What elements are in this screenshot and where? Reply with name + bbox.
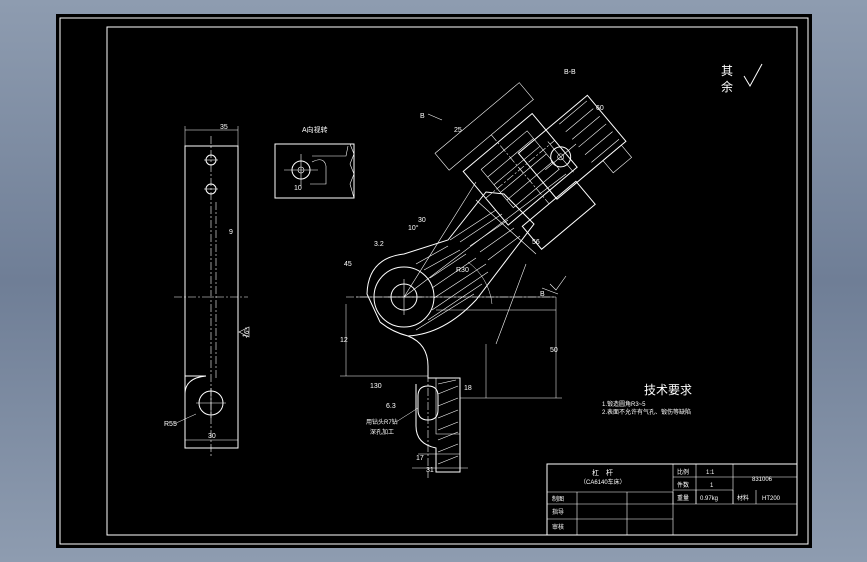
dim-18: 18 — [464, 385, 472, 392]
drawing-canvas: 其 余 35 9 16° R55 30 A向视转 — [59, 17, 809, 545]
review-label: 审核 — [552, 523, 564, 531]
view-a: A向视转 10 — [274, 125, 355, 199]
qty-value: 1 — [710, 483, 714, 489]
main-view: B-B B B — [340, 69, 633, 478]
roughness-symbol-icon — [743, 63, 763, 88]
view-a-dim: 10 — [294, 185, 302, 192]
section-bb: B-B — [517, 69, 633, 200]
section-label: B-B — [564, 69, 576, 76]
tech-req-title: 技术要求 — [644, 383, 692, 397]
dim-31: 31 — [426, 467, 434, 474]
hatch-pattern — [415, 209, 521, 331]
dim-angle-16: 16° — [241, 326, 252, 339]
front-view: 35 9 16° R55 30 — [164, 124, 252, 456]
dim-45: 45 — [344, 261, 352, 268]
finish-text-1: 其 — [721, 64, 733, 78]
dim-3-2: 3.2 — [374, 241, 384, 248]
dim-bottom-width: 30 — [208, 433, 216, 440]
surface-finish-note: 其 余 — [721, 63, 763, 94]
dim-25: 25 — [454, 127, 462, 134]
finish-text-2: 余 — [721, 79, 733, 94]
outer-frame — [59, 17, 809, 545]
dim-height-9: 9 — [229, 229, 233, 236]
dim-top-width: 35 — [220, 124, 228, 131]
drawn-label: 制图 — [552, 495, 564, 503]
weight-value: 0.97kg — [700, 496, 718, 502]
dim-17: 17 — [416, 455, 424, 462]
dim-130: 130 — [370, 383, 382, 390]
svg-text:B: B — [420, 113, 425, 120]
part-name: 杠 杆 — [592, 468, 613, 477]
dim-60: 60 — [596, 105, 604, 112]
technical-requirements: 技术要求 1.锻造圆角R3~5 2.表面不允许有气孔、锻伤等缺陷 — [602, 383, 692, 416]
drawing-number: 831006 — [752, 477, 773, 483]
dim-56: 56 — [532, 239, 540, 246]
qty-label: 件数 — [677, 481, 689, 489]
dim-10deg: 10° — [408, 224, 419, 232]
scale-label: 比例 — [677, 468, 689, 476]
dim-30-top: 30 — [418, 217, 426, 224]
hole-note-1: 用钻头R7钻 — [366, 418, 398, 426]
dim-6-3: 6.3 — [386, 403, 396, 410]
material-value: HT200 — [762, 496, 781, 502]
dim-50: 50 — [550, 347, 558, 354]
scale-value: 1:1 — [706, 470, 715, 476]
view-a-label: A向视转 — [302, 125, 328, 134]
drawing-sheet: 其 余 35 9 16° R55 30 A向视转 — [56, 14, 812, 548]
dim-12: 12 — [340, 337, 348, 344]
material-label: 材料 — [737, 494, 749, 502]
tech-req-line-2: 2.表面不允许有气孔、锻伤等缺陷 — [602, 408, 691, 416]
dim-r55: R55 — [164, 421, 177, 428]
guide-label: 指导 — [552, 508, 564, 516]
title-block: 杠 杆 （CA6140车床） 比例 1:1 件数 1 831006 重量 0.9… — [546, 463, 798, 536]
hole-note-2: 深孔加工 — [370, 428, 394, 436]
inner-frame — [106, 26, 798, 536]
dim-r30: R30 — [456, 267, 469, 274]
weight-label: 重量 — [677, 494, 689, 502]
svg-text:B: B — [540, 291, 545, 298]
part-machine: （CA6140车床） — [580, 478, 626, 486]
tech-req-line-1: 1.锻造圆角R3~5 — [602, 400, 646, 408]
